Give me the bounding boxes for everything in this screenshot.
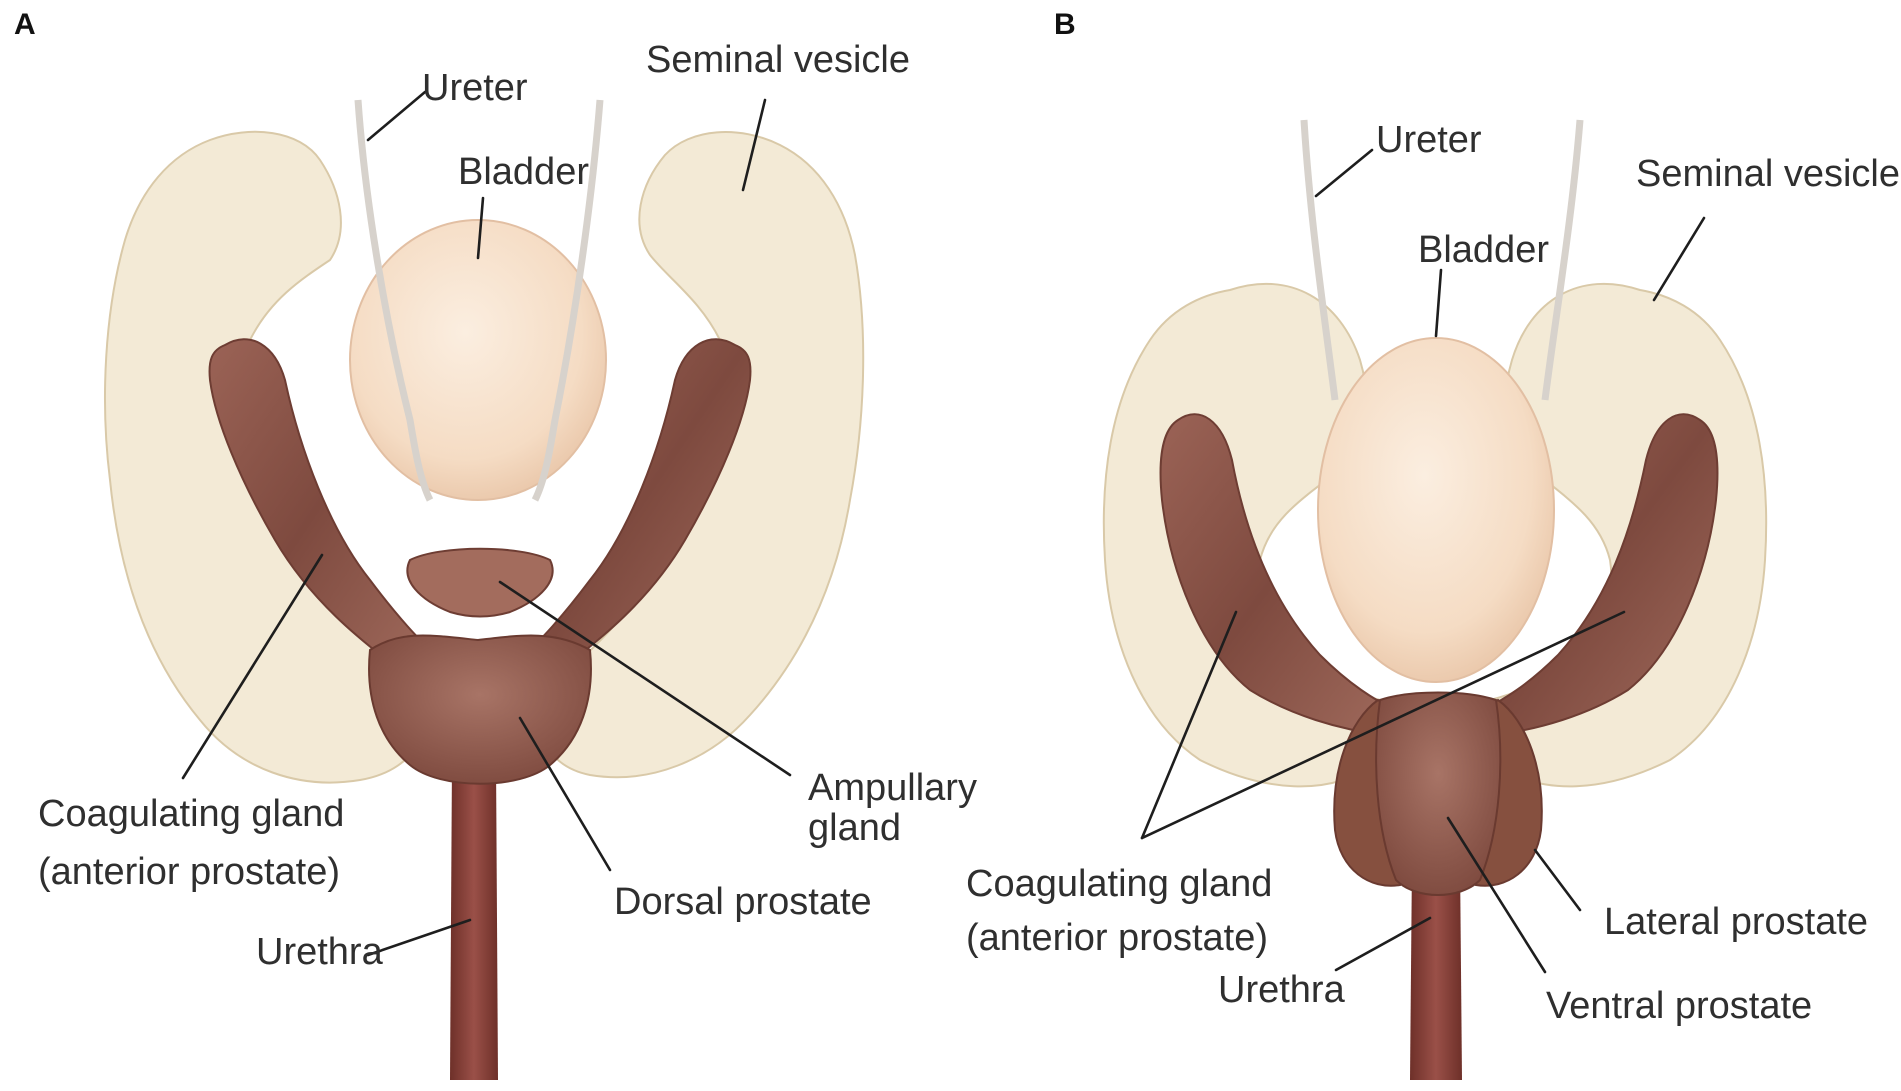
panel-b-urethra-leader (1334, 916, 1432, 972)
panel-b-seminal-vesicle-leader (1652, 216, 1706, 302)
panel-b-coagulating-gland-label-line2: (anterior prostate) (966, 917, 1268, 959)
panel-a-ureter-left-shape (354, 99, 434, 502)
panel-b-bladder-shape (1317, 337, 1555, 683)
panel-a-coagulating-gland-label-line1: Coagulating gland (38, 793, 344, 835)
panel-a-ampullary-gland-leader (498, 580, 792, 777)
panel-a-dorsal-prostate-shape (368, 634, 592, 785)
panel-b-ureter-left-shape (1300, 119, 1339, 401)
panel-a-dorsal-prostate-label: Dorsal prostate (614, 881, 872, 923)
panel-b-ureter-right-shape (1541, 119, 1584, 401)
panel-b-ureter-leader (1314, 148, 1374, 198)
panel-b-urethra-shape (1410, 860, 1462, 1080)
panel-b-ventral-prostate-leader (1446, 816, 1547, 974)
panel-b-ventral-prostate-shape (1375, 691, 1502, 896)
panel-b: B Ureter Seminal vesicle Bladder Coagula… (966, 8, 1900, 1080)
panel-b-coagulating-gland-label-line1: Coagulating gland (966, 863, 1272, 905)
panel-a-ureter-right-shape (531, 99, 604, 502)
panel-a-ureter-label: Ureter (422, 67, 528, 109)
panel-a-dorsal-prostate-leader (518, 716, 612, 872)
panel-b-bladder-leader (1434, 268, 1443, 338)
panel-b-lateral-prostate-leader (1533, 848, 1582, 912)
panel-a-coagulating-gland-label-line2: (anterior prostate) (38, 851, 340, 893)
panel-b-ureter-label: Ureter (1376, 119, 1482, 161)
panel-a-urethra-label: Urethra (256, 931, 384, 973)
panel-a-coagulating-gland-leader (181, 553, 324, 780)
panel-b-ventral-prostate-label: Ventral prostate (1546, 985, 1812, 1027)
panel-a-ampullary-gland-label-line1: Ampullary (808, 767, 977, 809)
panel-b-bladder-label: Bladder (1418, 229, 1549, 271)
panel-b-seminal-vesicle-label: Seminal vesicle (1636, 153, 1900, 195)
panel-a-letter: A (14, 8, 36, 41)
panel-a-urethra-shape (450, 760, 498, 1080)
panel-a-ampullary-gland-shape (406, 547, 554, 618)
panel-a-urethra-leader (366, 918, 472, 957)
panel-b-coagulating-gland-leader-left (1140, 610, 1238, 840)
panel-b-coagulating-gland-leader-right (1140, 610, 1626, 840)
panel-a-bladder-leader (476, 196, 485, 260)
panel-b-urethra-label: Urethra (1218, 969, 1346, 1011)
panel-a-ureter-leader (366, 90, 427, 142)
panel-a-ampullary-gland-label-line2: gland (808, 807, 901, 849)
panel-a: A Ureter Seminal vesicle Bladder Coagula… (14, 8, 977, 1080)
panel-a-seminal-vesicle-label: Seminal vesicle (646, 39, 910, 81)
panel-a-seminal-vesicle-leader (741, 98, 767, 192)
panel-b-letter: B (1054, 8, 1076, 41)
panel-b-lateral-prostate-label: Lateral prostate (1604, 901, 1868, 943)
panel-a-bladder-label: Bladder (458, 151, 589, 193)
